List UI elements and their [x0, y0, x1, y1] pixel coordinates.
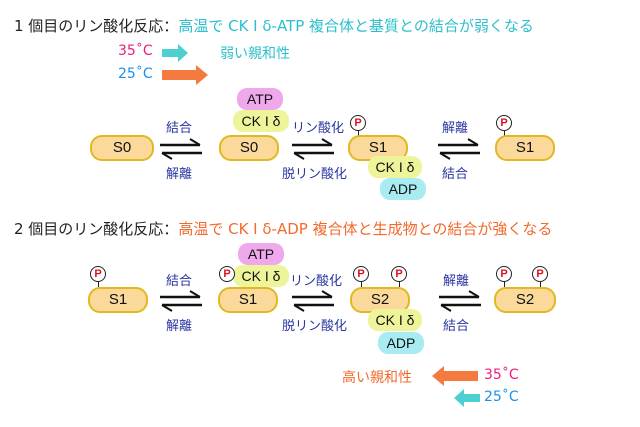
ck1-delta-enzyme: CK I δ	[233, 110, 289, 132]
phosphate-icon: P	[532, 266, 548, 282]
atp-bubble: ATP	[237, 88, 283, 110]
substrate-s1-bound: S1	[218, 287, 278, 313]
substrate-s1: S1	[495, 135, 555, 161]
phosphate-icon: P	[90, 266, 106, 282]
reaction1-affinity-label: 弱い親和性	[220, 46, 290, 62]
step-label-phosphorylation: リン酸化	[292, 121, 345, 136]
step-label-bind: 結合	[166, 121, 193, 136]
ck1-delta-enzyme: CK I δ	[233, 265, 289, 287]
step-label-dephosphorylation: 脱リン酸化	[282, 167, 348, 182]
phosphate-stem	[358, 131, 359, 136]
step-label-bind: 結合	[442, 167, 469, 182]
phosphate-stem	[504, 131, 505, 136]
reaction2-affinity-label: 高い親和性	[342, 370, 412, 386]
phosphate-icon: P	[391, 266, 407, 282]
step-label-dissociate: 解離	[166, 319, 193, 334]
short-right-arrow-icon	[162, 44, 188, 62]
phosphate-icon: P	[496, 266, 512, 282]
reaction1-heading-highlight: 高温で CK I δ-ATP 複合体と基質との結合が弱くなる	[178, 17, 534, 35]
atp-bubble: ATP	[238, 243, 284, 265]
step-label-dissociate: 解離	[166, 167, 193, 182]
substrate-s1: S1	[88, 287, 148, 313]
ck1-delta-enzyme: CK I δ	[368, 156, 422, 178]
equilibrium-arrows-icon	[292, 138, 334, 160]
phosphate-stem	[98, 282, 99, 287]
reaction1-temp-high: 35˚C	[118, 43, 153, 59]
phosphate-icon: P	[219, 266, 235, 282]
phosphate-icon: P	[353, 266, 369, 282]
phosphate-icon: P	[496, 115, 512, 131]
reaction2-heading-prefix: 2 個目のリン酸化反応：	[14, 220, 179, 238]
adp-bubble: ADP	[380, 178, 426, 200]
phosphate-stem	[504, 282, 505, 287]
reaction1-heading: 1 個目のリン酸化反応：高温で CK I δ-ATP 複合体と基質との結合が弱く…	[14, 15, 534, 36]
step-label-bind: 結合	[443, 319, 470, 334]
step-label-dissociate: 解離	[443, 274, 470, 289]
phosphate-stem	[540, 282, 541, 287]
adp-bubble: ADP	[378, 332, 424, 354]
equilibrium-arrows-icon	[292, 290, 334, 312]
reaction1-heading-prefix: 1 個目のリン酸化反応：	[14, 17, 179, 35]
equilibrium-arrows-icon	[160, 138, 202, 160]
reaction2-temp-high: 35˚C	[484, 367, 519, 383]
substrate-s0-bound: S0	[219, 135, 279, 161]
step-label-bind: 結合	[166, 274, 193, 289]
reaction1-temp-low: 25˚C	[118, 66, 153, 82]
long-left-arrow-icon	[432, 366, 478, 386]
equilibrium-arrows-icon	[160, 290, 202, 312]
substrate-s2: S2	[494, 287, 556, 313]
phosphate-icon: P	[350, 115, 366, 131]
substrate-s2-bound: S2	[350, 287, 410, 313]
step-label-phosphorylation: リン酸化	[290, 274, 343, 289]
ck1-delta-enzyme: CK I δ	[368, 309, 422, 331]
equilibrium-arrows-icon	[438, 138, 480, 160]
reaction2-heading-highlight: 高温で CK I δ-ADP 複合体と生成物との結合が強くなる	[178, 220, 553, 238]
phosphate-stem	[399, 282, 400, 287]
short-left-arrow-icon	[454, 389, 480, 407]
step-label-dephosphorylation: 脱リン酸化	[282, 319, 348, 334]
substrate-s0: S0	[90, 135, 154, 161]
reaction2-temp-low: 25˚C	[484, 389, 519, 405]
long-right-arrow-icon	[162, 65, 208, 85]
equilibrium-arrows-icon	[439, 290, 481, 312]
reaction2-heading: 2 個目のリン酸化反応：高温で CK I δ-ADP 複合体と生成物との結合が強…	[14, 218, 552, 239]
phosphate-stem	[361, 282, 362, 287]
step-label-dissociate: 解離	[442, 121, 469, 136]
